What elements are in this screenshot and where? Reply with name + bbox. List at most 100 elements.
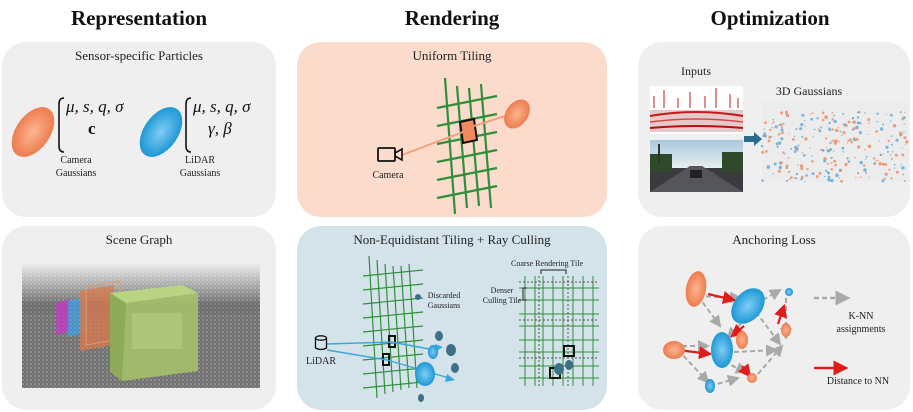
gaussian-point <box>864 112 866 114</box>
gaussian-point <box>794 145 798 150</box>
gaussian-point <box>857 111 861 114</box>
gaussian-point <box>885 145 889 149</box>
camera-formula-line1: μ, s, q, σ <box>66 97 124 116</box>
gaussian-point <box>780 126 783 129</box>
gaussian-point <box>901 118 904 121</box>
gaussian-point <box>856 116 860 119</box>
gaussian-point <box>801 135 804 138</box>
gaussian-point <box>775 142 779 146</box>
gaussian-point <box>876 112 879 115</box>
gaussian-point <box>865 172 868 174</box>
gaussian-point <box>829 141 832 144</box>
gaussian-point <box>839 130 842 133</box>
gaussian-point <box>855 177 857 179</box>
gaussian-point <box>785 179 788 183</box>
panel-title: Sensor-specific Particles <box>75 48 203 63</box>
gaussian-point <box>801 152 804 154</box>
gaussian-point <box>880 127 884 131</box>
camera-image <box>650 140 743 192</box>
gaussian-point <box>830 156 833 160</box>
gaussian-point <box>820 126 823 129</box>
gaussian-point <box>788 170 791 174</box>
gaussian-point <box>882 123 885 126</box>
gaussian-point <box>890 113 893 117</box>
gaussian-point <box>763 128 765 130</box>
gaussian-point <box>895 170 899 174</box>
gaussian-point <box>812 135 814 138</box>
gaussian-point <box>882 153 884 155</box>
gaussian-point <box>768 135 771 138</box>
gaussian-point <box>821 111 825 115</box>
gaussian-point <box>882 162 886 166</box>
gaussian-point <box>837 126 839 129</box>
gaussian-point <box>884 172 888 176</box>
gaussian-point <box>893 163 896 166</box>
gaussian-point <box>886 150 889 153</box>
gaussian-point <box>834 163 837 167</box>
gaussian-point <box>850 141 853 144</box>
lidar-formula-line2: γ, β <box>208 119 232 138</box>
gaussian-point <box>811 112 814 115</box>
panel-scene-graph: Scene Graph <box>2 226 276 410</box>
lidar-gaussians-label: LiDAR Gaussians <box>179 155 221 179</box>
gaussian-point <box>830 168 834 171</box>
panel-title: Anchoring Loss <box>732 232 816 247</box>
gaussian-point <box>777 141 782 145</box>
gaussian-point <box>821 118 825 122</box>
inputs-title: Inputs <box>681 64 711 78</box>
gaussian-point <box>825 169 828 172</box>
gaussian-point <box>855 125 859 130</box>
camera-gaussians-label: Camera Gaussians <box>55 155 97 179</box>
gaussian-point <box>833 114 835 117</box>
gaussian-point <box>850 138 852 140</box>
gaussian-point <box>881 179 885 183</box>
gaussian-point <box>889 153 892 156</box>
gaussian-point <box>760 144 764 148</box>
gaussian-point <box>883 177 886 180</box>
gaussian-point <box>838 177 840 179</box>
gaussian-point <box>787 157 790 159</box>
header-rendering: Rendering <box>404 6 500 30</box>
gaussian-point <box>902 154 905 157</box>
arrow-right-icon <box>744 132 762 146</box>
gaussian-point <box>827 175 831 179</box>
gaussian-point <box>842 131 846 135</box>
gaussian-point <box>831 118 834 121</box>
gaussian-point <box>766 165 771 169</box>
gaussian-point <box>780 137 784 141</box>
panel-anchoring-loss: Anchoring Loss <box>638 226 910 410</box>
gaussian-point <box>831 128 834 131</box>
gaussian-point <box>867 133 869 135</box>
gaussian-point <box>835 128 839 133</box>
gaussian-point <box>875 159 877 162</box>
gaussian-point <box>788 132 790 134</box>
gaussian-point <box>771 126 774 129</box>
gaussian-point <box>764 135 766 137</box>
gaussian-point <box>854 157 856 159</box>
gaussian-point <box>782 151 785 154</box>
gaussian-point <box>797 145 799 147</box>
gaussian-point <box>867 144 872 149</box>
camera-gaussian-icon <box>11 107 55 157</box>
gaussian-point <box>826 171 829 174</box>
gaussian-point <box>826 162 829 165</box>
gaussian-point <box>868 176 870 178</box>
gaussian-point <box>841 146 845 150</box>
gaussian-point <box>862 164 866 167</box>
gaussian-point <box>878 140 880 142</box>
gaussian-point <box>776 145 779 148</box>
gaussian-point <box>827 178 831 182</box>
gaussian-point <box>803 154 806 157</box>
gaussian-point <box>857 145 861 149</box>
gaussian-point <box>875 130 879 133</box>
gaussian-point <box>804 125 806 127</box>
gaussian-point <box>828 127 830 129</box>
gaussian-point <box>805 174 808 177</box>
gaussian-point <box>900 164 902 166</box>
gaussian-point <box>832 150 835 152</box>
gaussian-point <box>795 128 798 131</box>
gaussian-point <box>774 125 778 129</box>
gaussian-point <box>825 137 828 140</box>
gaussian-point <box>804 181 806 183</box>
gaussian-point <box>793 150 797 153</box>
